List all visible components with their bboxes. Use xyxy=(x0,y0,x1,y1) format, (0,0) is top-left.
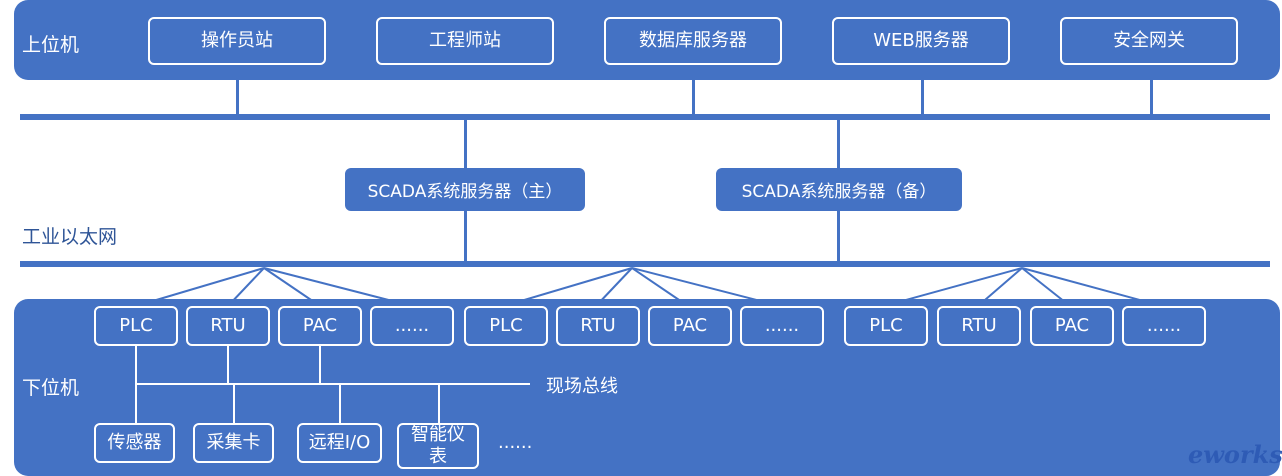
field-devices-more: ...... xyxy=(498,432,533,453)
upper-label: 上位机 xyxy=(22,34,80,56)
remote-io-box: 远程I/O xyxy=(297,423,382,463)
scada-backup-connector-bottom xyxy=(837,211,840,261)
device-more-1: ...... xyxy=(370,306,454,346)
device-plc-2: PLC xyxy=(464,306,548,346)
smart-instrument-drop xyxy=(438,383,440,423)
acquisition-card-drop xyxy=(233,383,235,423)
security-gateway-connector xyxy=(1150,80,1153,114)
security-gateway-box: 安全网关 xyxy=(1060,17,1238,65)
fieldbus-line xyxy=(135,383,530,385)
sensor-box: 传感器 xyxy=(94,423,175,463)
device-plc-1: PLC xyxy=(94,306,178,346)
ethernet-label: 工业以太网 xyxy=(22,226,118,248)
device-pac-3: PAC xyxy=(1030,306,1114,346)
scada-backup-server-box: SCADA系统服务器（备） xyxy=(716,168,962,211)
device-more-3: ...... xyxy=(1122,306,1206,346)
rtu-fieldbus-drop xyxy=(227,346,229,383)
fieldbus-label: 现场总线 xyxy=(546,376,618,397)
acquisition-card-box: 采集卡 xyxy=(193,423,274,463)
scada-main-server-box: SCADA系统服务器（主） xyxy=(345,168,585,211)
device-rtu-3: RTU xyxy=(937,306,1021,346)
pac-fieldbus-drop xyxy=(319,346,321,383)
scada-main-connector-top xyxy=(464,120,467,168)
device-rtu-2: RTU xyxy=(556,306,640,346)
device-pac-1: PAC xyxy=(278,306,362,346)
ethernet-bus-upper xyxy=(20,114,1270,120)
device-pac-2: PAC xyxy=(648,306,732,346)
engineer-station-box: 工程师站 xyxy=(376,17,554,65)
scada-backup-connector-top xyxy=(837,120,840,168)
remote-io-drop xyxy=(339,383,341,423)
smart-instrument-box: 智能仪表 xyxy=(397,423,479,469)
lower-label: 下位机 xyxy=(22,377,80,399)
scada-main-connector-bottom xyxy=(464,211,467,261)
database-server-box: 数据库服务器 xyxy=(604,17,782,65)
eworks-watermark-logo: eworks xyxy=(1188,440,1282,469)
operator-station-box: 操作员站 xyxy=(148,17,326,65)
database-server-connector xyxy=(692,80,695,114)
device-plc-3: PLC xyxy=(844,306,928,346)
operator-station-connector xyxy=(236,80,239,114)
web-server-connector xyxy=(921,80,924,114)
web-server-box: WEB服务器 xyxy=(832,17,1010,65)
ethernet-bus-lower xyxy=(20,261,1270,267)
device-more-2: ...... xyxy=(740,306,824,346)
device-rtu-1: RTU xyxy=(186,306,270,346)
